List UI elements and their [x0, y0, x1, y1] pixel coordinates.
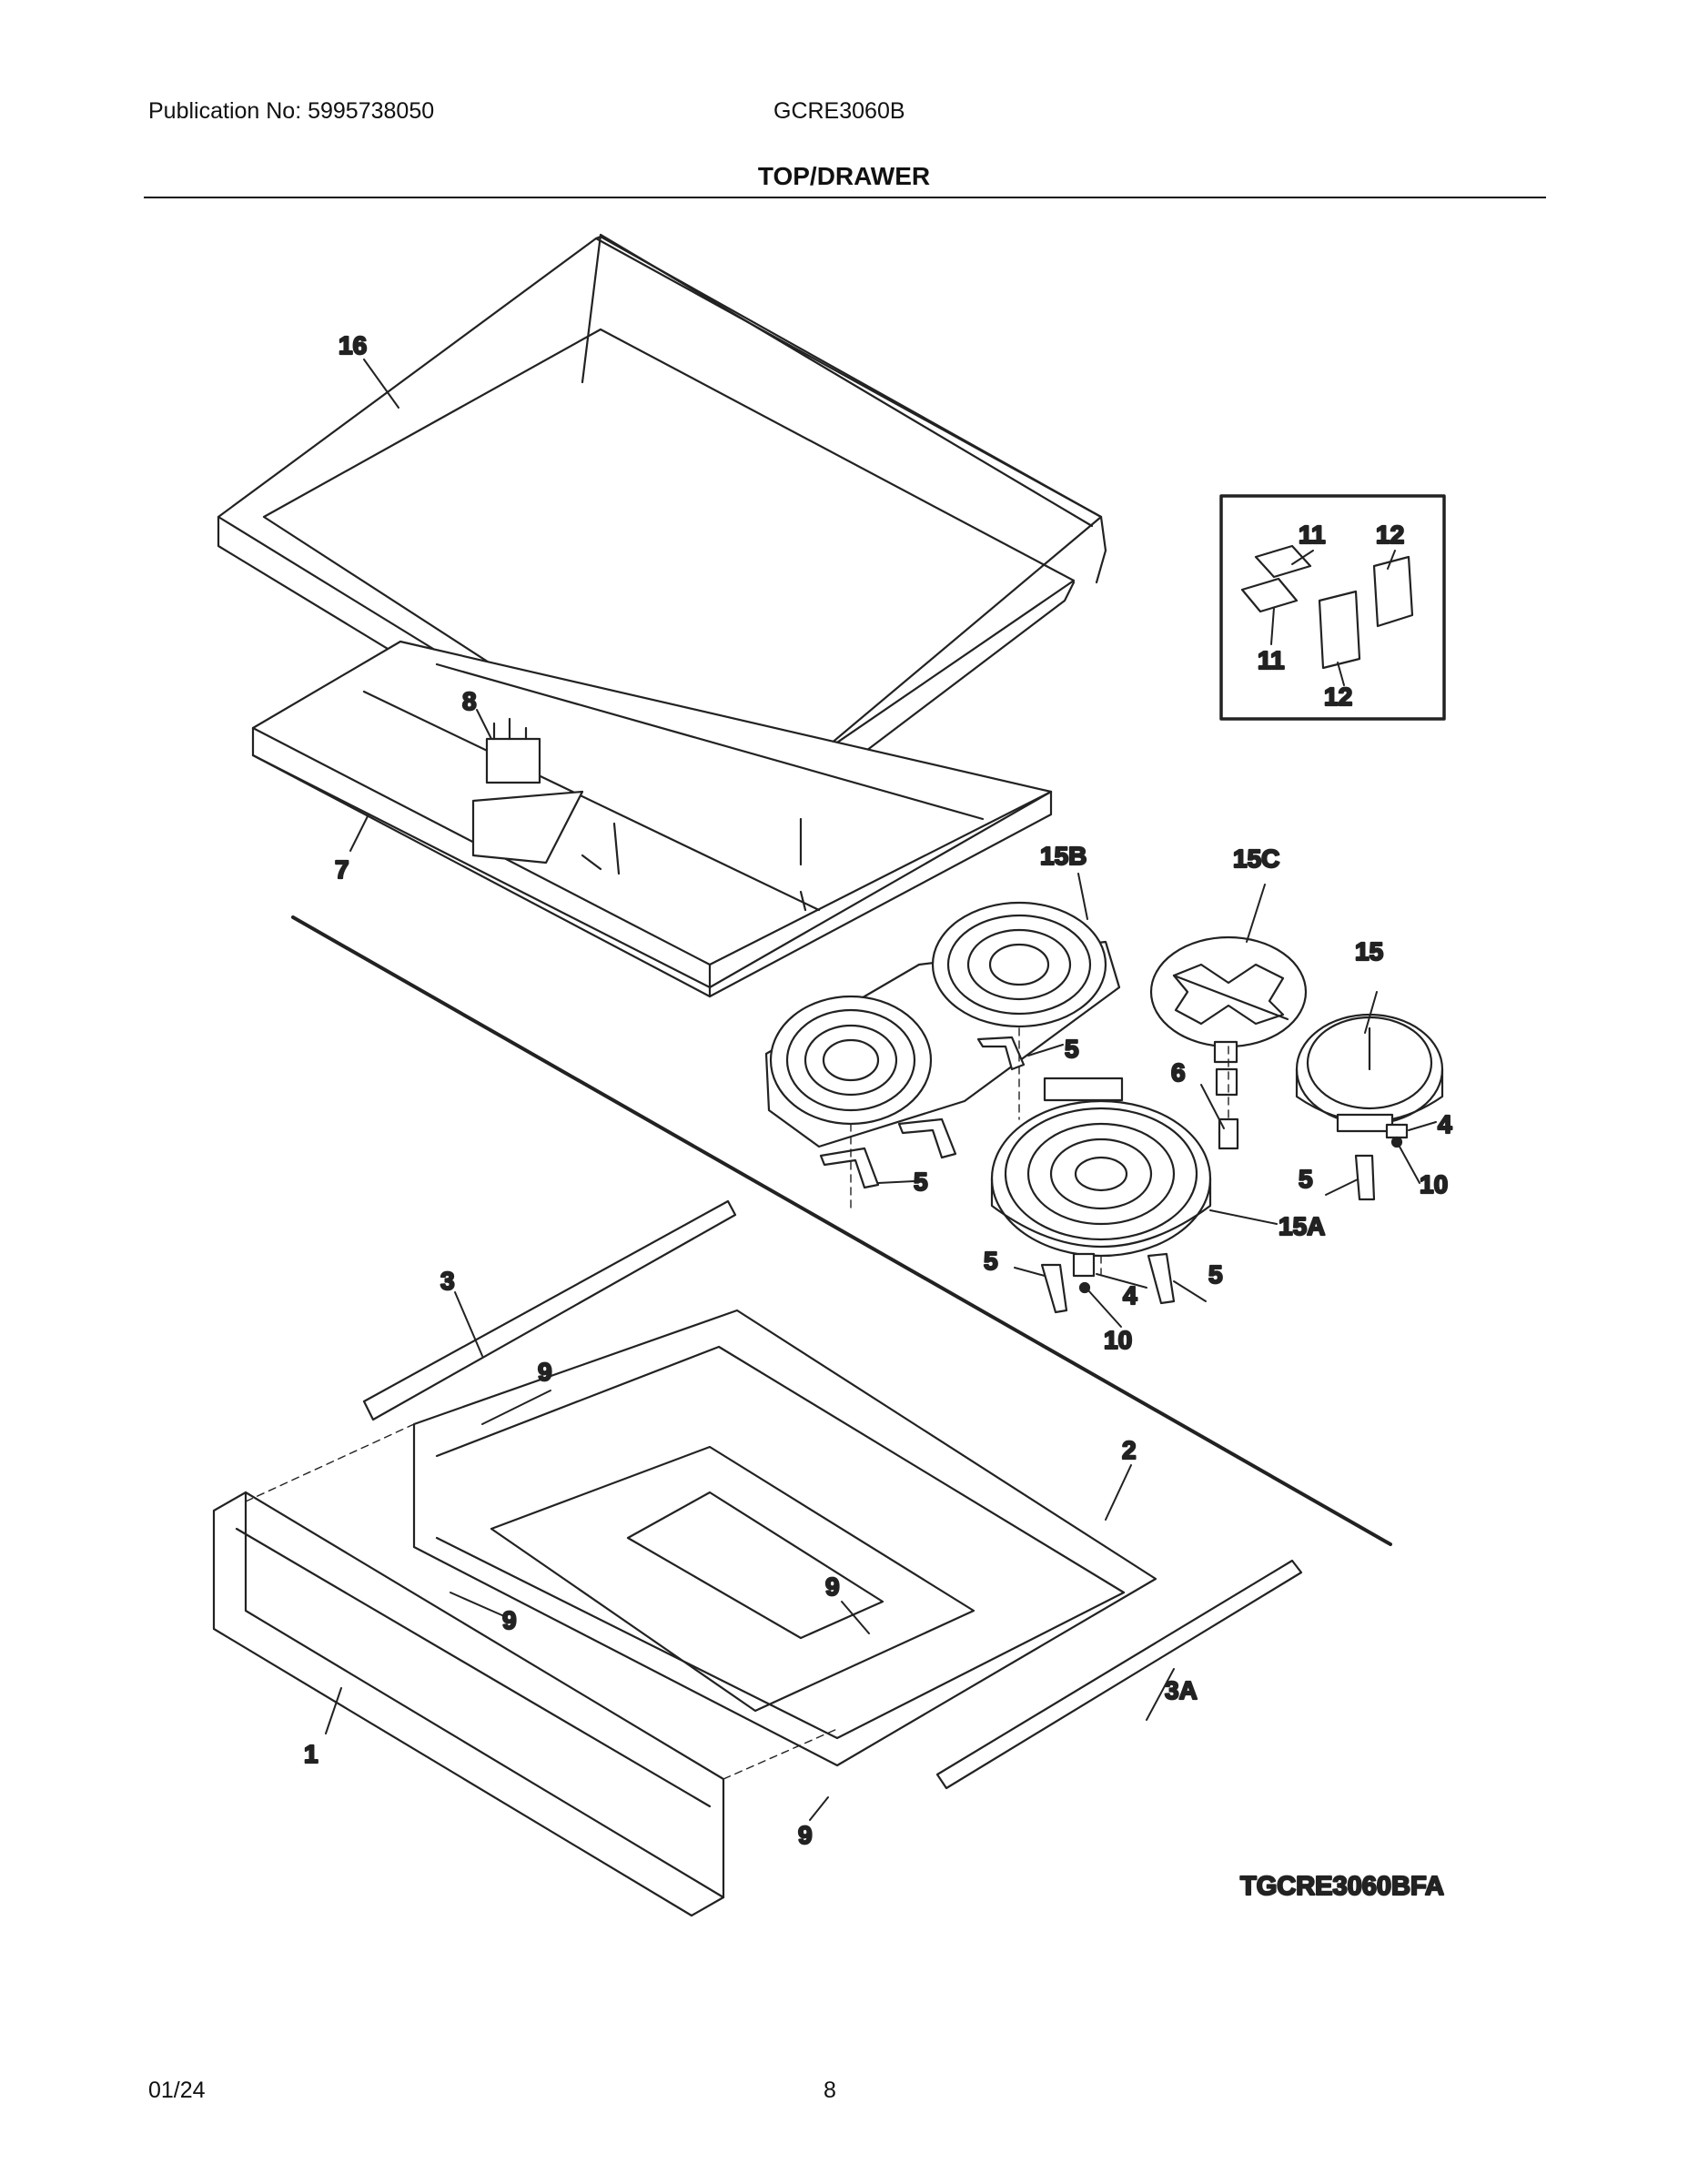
- callout-2: 2: [1122, 1436, 1137, 1464]
- leader-lines: [325, 359, 1437, 1821]
- callout-15c: 15C: [1233, 844, 1279, 873]
- callout-7: 7: [335, 855, 349, 884]
- callout-5c: 5: [1299, 1165, 1313, 1193]
- callout-9d: 9: [798, 1821, 813, 1849]
- terminal-block-part: [1213, 1040, 1239, 1150]
- separator-line: [291, 915, 1392, 1546]
- footer-page-number: 8: [824, 2078, 836, 2103]
- single-surface-element-part: [1295, 1013, 1444, 1133]
- callout-3: 3: [440, 1267, 455, 1295]
- drawing-code: TGCRE3060BFA: [1240, 1872, 1444, 1901]
- limiter-and-screw-parts: [1072, 1123, 1409, 1294]
- clip-detail-inset: [1219, 494, 1446, 721]
- callout-10a: 10: [1420, 1170, 1448, 1198]
- callout-5e: 5: [1208, 1260, 1223, 1289]
- assembly-guide-lines: [245, 1027, 1229, 1780]
- callout-10b: 10: [1104, 1326, 1132, 1354]
- large-surface-element-part: [990, 1077, 1212, 1258]
- callout-9b: 9: [502, 1606, 517, 1634]
- inset-callout-12b: 12: [1324, 682, 1352, 711]
- dual-surface-element-part: [764, 901, 1121, 1148]
- callout-15b: 15B: [1040, 842, 1087, 870]
- inset-callout-11a: 11: [1299, 521, 1326, 549]
- callout-3a: 3A: [1165, 1676, 1198, 1704]
- drawer-front-panel-part: [212, 1491, 725, 1917]
- callout-16: 16: [339, 331, 367, 359]
- element-heat-plate-part: [1149, 935, 1308, 1048]
- publication-number: Publication No: 5995738050: [148, 98, 435, 124]
- header-divider: [144, 197, 1546, 198]
- callout-15a: 15A: [1279, 1212, 1325, 1240]
- callout-8: 8: [462, 687, 477, 715]
- section-title: TOP/DRAWER: [757, 162, 931, 190]
- callout-4a: 4: [1438, 1110, 1452, 1138]
- callout-5d: 5: [984, 1247, 998, 1275]
- inset-callout-11b: 11: [1258, 646, 1285, 674]
- callout-6: 6: [1171, 1058, 1186, 1087]
- callout-5b: 5: [914, 1168, 928, 1196]
- callout-15: 15: [1355, 937, 1383, 966]
- callout-9c: 9: [825, 1572, 840, 1601]
- callout-4b: 4: [1123, 1281, 1137, 1309]
- inset-callout-12a: 12: [1376, 521, 1404, 549]
- infinite-switch-part: [485, 717, 541, 784]
- callout-1: 1: [304, 1740, 318, 1768]
- element-bracket-parts: [819, 1036, 1376, 1314]
- callout-5a: 5: [1065, 1035, 1079, 1063]
- drawer-body-part: [412, 1309, 1157, 1767]
- model-number: GCRE3060B: [773, 98, 905, 124]
- callout-9a: 9: [538, 1358, 552, 1386]
- main-top-frame-part: [251, 640, 1053, 998]
- drawer-slide-parts: [362, 1199, 1303, 1790]
- footer-date: 01/24: [148, 2078, 206, 2103]
